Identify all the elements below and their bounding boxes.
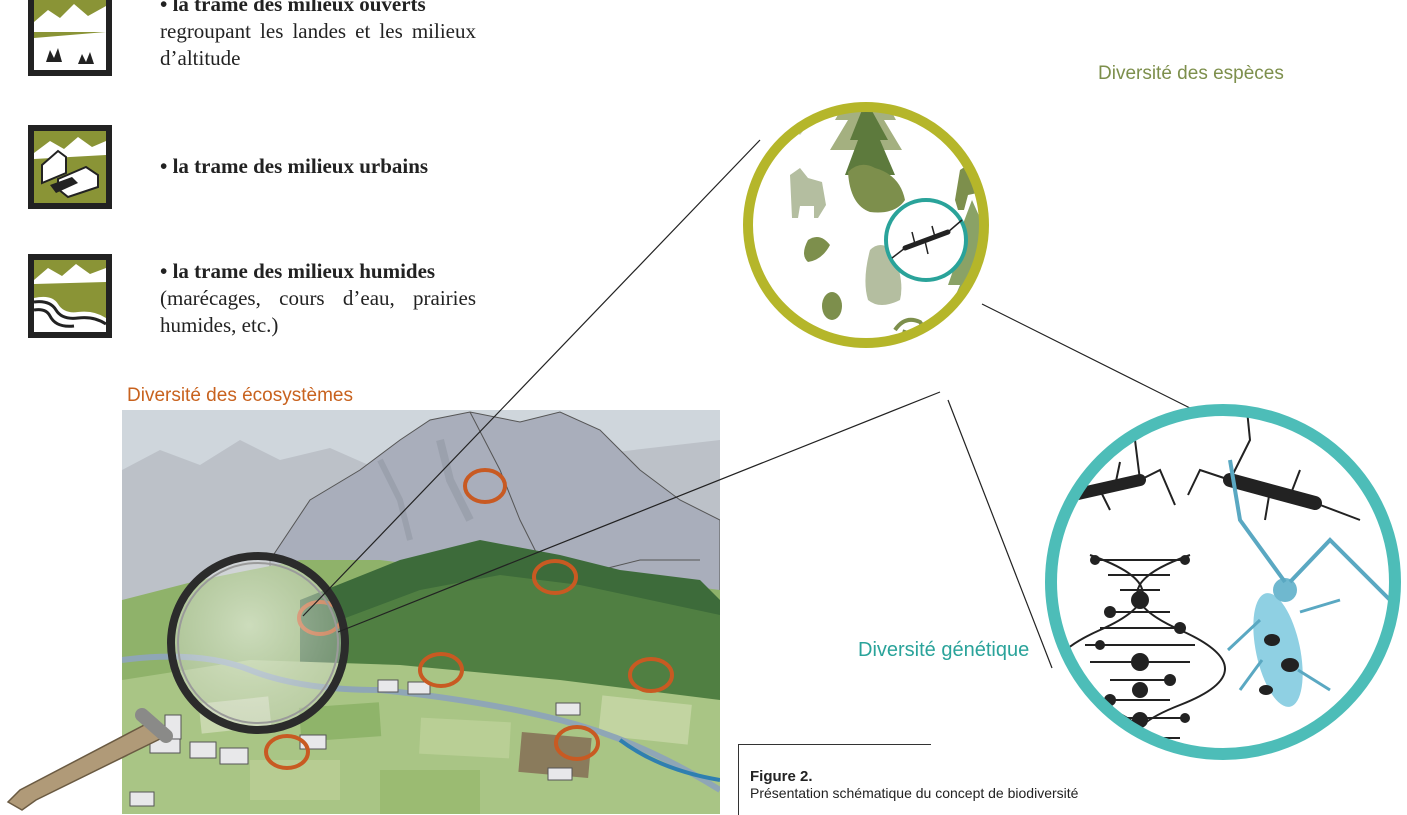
legend-open-habitats: • la trame des milieux ouverts regroupan… <box>160 0 476 72</box>
figure-caption-text: Présentation schématique du concept de b… <box>750 785 1079 801</box>
legend-wet-title: • la trame des milieux humides <box>160 259 436 283</box>
legend-wet-habitats: • la trame des milieux humides (marécage… <box>160 258 476 339</box>
caption-rule <box>738 744 931 815</box>
species-label: Diversité des espèces <box>1098 63 1284 84</box>
legend-open-desc: regroupant les landes et les milieux d’a… <box>160 19 476 70</box>
ecosystems-label: Diversité des écosystèmes <box>127 385 353 406</box>
legend-open-title: • la trame des milieux ouverts <box>160 0 426 16</box>
genetic-label: Diversité génétique <box>858 639 1030 661</box>
figure-number: Figure 2. <box>750 768 813 785</box>
urban-habitats-icon <box>28 125 112 209</box>
landscape-panel <box>122 410 720 814</box>
open-habitats-icon <box>28 0 112 76</box>
figure-caption: Figure 2. Présentation schématique du co… <box>750 768 1078 801</box>
magnifying-glass-icon <box>6 552 349 811</box>
ecosystem-highlight-circles <box>264 468 674 770</box>
connector-lines <box>302 139 1191 669</box>
legend-wet-desc: (marécages, cours d’eau, prairies humide… <box>160 286 476 337</box>
species-diversity-circle <box>743 102 989 348</box>
legend-urban-habitats: • la trame des milieux urbains <box>160 153 480 180</box>
legend-urban-title: • la trame des milieux urbains <box>160 154 429 178</box>
wet-habitats-icon <box>28 254 112 338</box>
genetic-diversity-circle <box>1045 404 1401 760</box>
